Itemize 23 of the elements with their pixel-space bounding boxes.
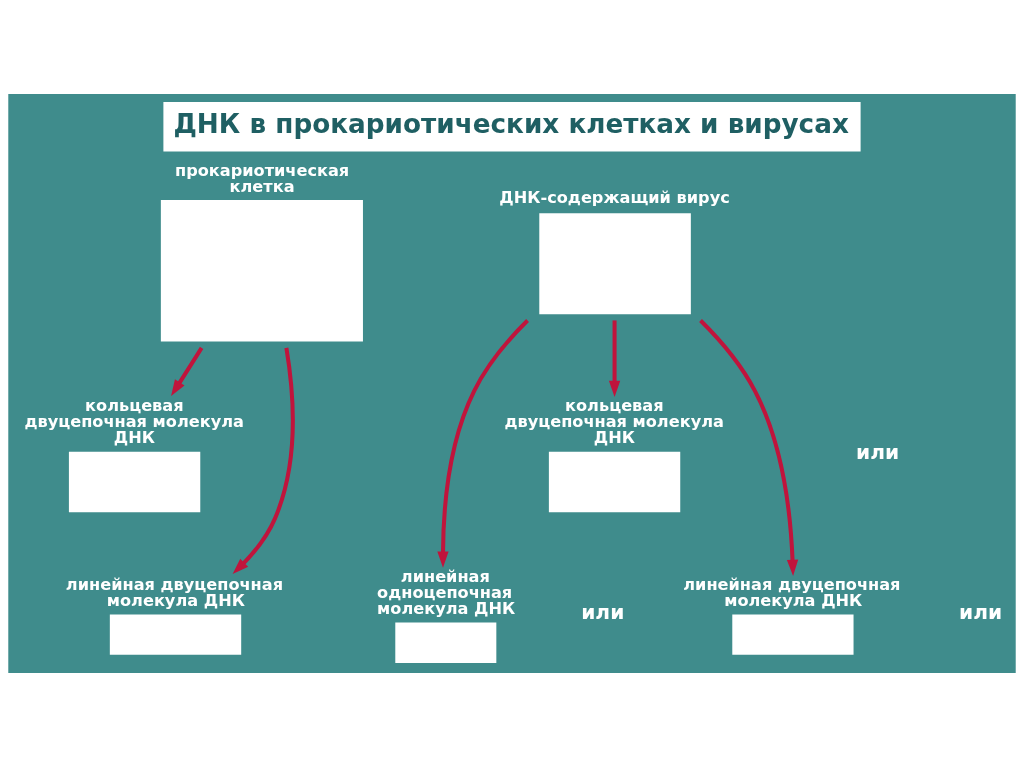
- node-box: [539, 213, 691, 315]
- label: или: [856, 439, 900, 464]
- node-label: кольцевая двуцепочная молекула ДНК: [24, 396, 244, 448]
- node-box: [109, 614, 242, 655]
- label: или: [959, 600, 1003, 625]
- node-label: линейная одноцепочная молекула ДНК: [377, 566, 516, 619]
- node-box: [548, 451, 681, 513]
- node-box: [395, 622, 497, 663]
- node-label: линейная двуцепочная молекула ДНК: [65, 574, 284, 611]
- node-box: [732, 614, 854, 655]
- node-label: кольцевая двуцепочная молекула ДНК: [504, 396, 724, 448]
- label: или: [581, 600, 625, 625]
- node-box: [68, 451, 201, 513]
- arrow: [232, 347, 295, 575]
- arrow: [171, 346, 204, 397]
- node-label: ДНК-содержащий вирус: [499, 187, 730, 207]
- arrow: [699, 319, 799, 576]
- diagram-title: ДНК в прокариотических клетках и вирусах: [173, 108, 849, 139]
- arrow: [608, 320, 621, 398]
- node-box: [160, 200, 363, 342]
- node-label: прокариотическая клетка: [175, 160, 350, 196]
- arrow: [437, 319, 529, 568]
- node-label: линейная двуцепочная молекула ДНК: [683, 574, 901, 611]
